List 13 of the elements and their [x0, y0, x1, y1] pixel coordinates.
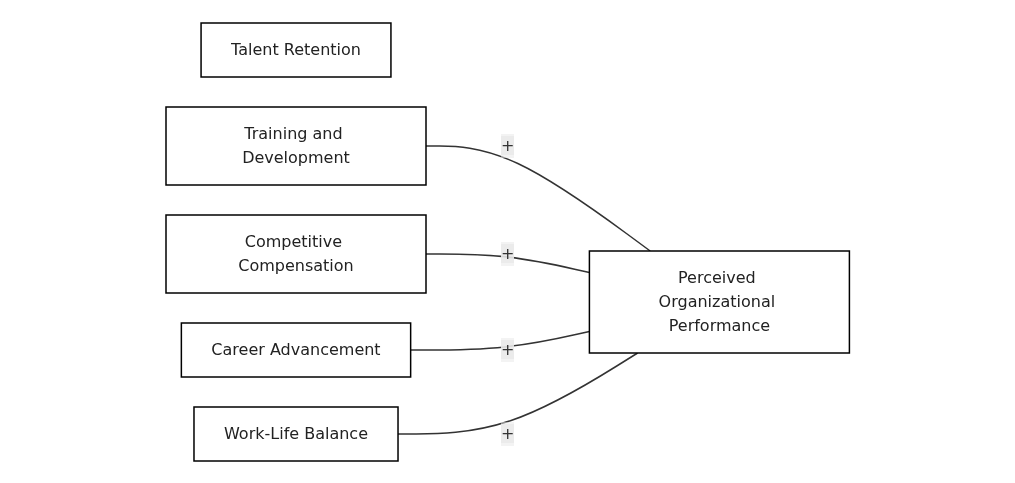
node-box: Training and Development — [165, 105, 427, 186]
node-box: Competitive Compensation — [165, 213, 427, 294]
edge-label: + — [500, 339, 515, 359]
node-box: Talent Retention — [200, 21, 392, 78]
edge-label: + — [500, 243, 515, 263]
connector — [425, 144, 651, 252]
node-box: Perceived Organizational Performance — [588, 249, 850, 354]
connector — [397, 351, 639, 435]
connector — [425, 252, 590, 273]
edge-label: + — [500, 423, 515, 443]
edge-label: + — [500, 135, 515, 155]
node-box: Career Advancement — [180, 321, 412, 378]
node-box: Work-Life Balance — [193, 405, 399, 462]
